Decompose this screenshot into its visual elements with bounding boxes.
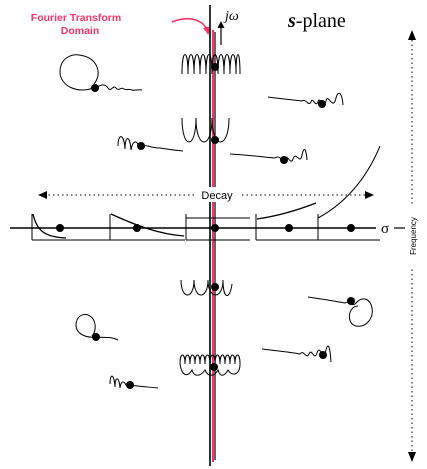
pole-dot (285, 224, 293, 232)
frequency-label-bg (405, 205, 419, 267)
decay-label-bg (194, 187, 240, 202)
response-curve-5 (317, 145, 381, 219)
imag-axis-label: jω (223, 9, 239, 24)
real-axis-poles (56, 224, 355, 232)
frequency-label: Frequency (409, 217, 418, 255)
wave-glyph-upper-right (267, 92, 344, 106)
real-axis-responses (31, 145, 381, 241)
pole-dot (211, 224, 219, 232)
wave-glyph-bottom-left (109, 375, 159, 389)
response-box-5 (317, 214, 380, 241)
upper-plane-responses (59, 54, 344, 162)
spiral-glyph-lower-left (75, 313, 97, 338)
spiral-glyph-top-left (59, 54, 99, 91)
real-axis-label: σ (381, 221, 389, 237)
upper-plane-poles (91, 63, 326, 164)
pole-dot (126, 381, 134, 389)
pole-dot (56, 224, 64, 232)
pole-dot (92, 333, 100, 341)
lower-plane-responses (75, 279, 373, 389)
pole-dot (211, 136, 219, 144)
plane-title-rest: -plane (296, 10, 346, 32)
wave-glyph-lower-axis (180, 279, 233, 296)
fourier-label-line2: Domain (61, 25, 100, 37)
response-curve-2 (110, 213, 185, 237)
wave-glyph-lower-right (261, 345, 332, 363)
pole-dot (280, 156, 288, 164)
wave-glyph-mid-right (229, 148, 308, 162)
spiral-glyph-lower-right (307, 296, 373, 327)
pole-dot (318, 100, 326, 108)
frequency-arrow-top-head (408, 30, 416, 40)
wave-glyph-top-left (93, 84, 143, 91)
pole-dot (91, 84, 99, 92)
decay-label: Decay (201, 190, 233, 202)
pole-dot (210, 363, 218, 371)
frequency-arrow-bottom-head (408, 452, 416, 462)
lower-plane-poles (92, 283, 355, 389)
plane-title-s: s (287, 10, 296, 32)
response-box-1 (31, 214, 110, 241)
response-box-3 (185, 214, 250, 241)
fourier-pointer-arrow (171, 17, 211, 35)
pole-dot (347, 297, 355, 305)
response-curve-1 (32, 213, 67, 239)
pole-dot (133, 224, 141, 232)
decay-arrow-right-head (365, 191, 374, 199)
spring-glyph-top (181, 54, 241, 75)
fourier-label-line1: Fourier Transform (31, 12, 121, 24)
plane-title: s-plane (287, 10, 346, 32)
pole-dot (211, 63, 219, 71)
wave-glyph-mid-left (117, 136, 184, 152)
wave-glyph-mid-axis (181, 117, 230, 143)
pole-dot (319, 351, 327, 359)
pole-dot (211, 283, 219, 291)
pole-dot (137, 142, 145, 150)
response-curve-4 (256, 202, 317, 220)
response-box-2 (109, 214, 185, 241)
pole-dot (347, 224, 355, 232)
decay-arrow-left-head (38, 191, 47, 199)
response-box-4 (255, 214, 318, 241)
spring-glyph-lower-axis (179, 354, 241, 376)
